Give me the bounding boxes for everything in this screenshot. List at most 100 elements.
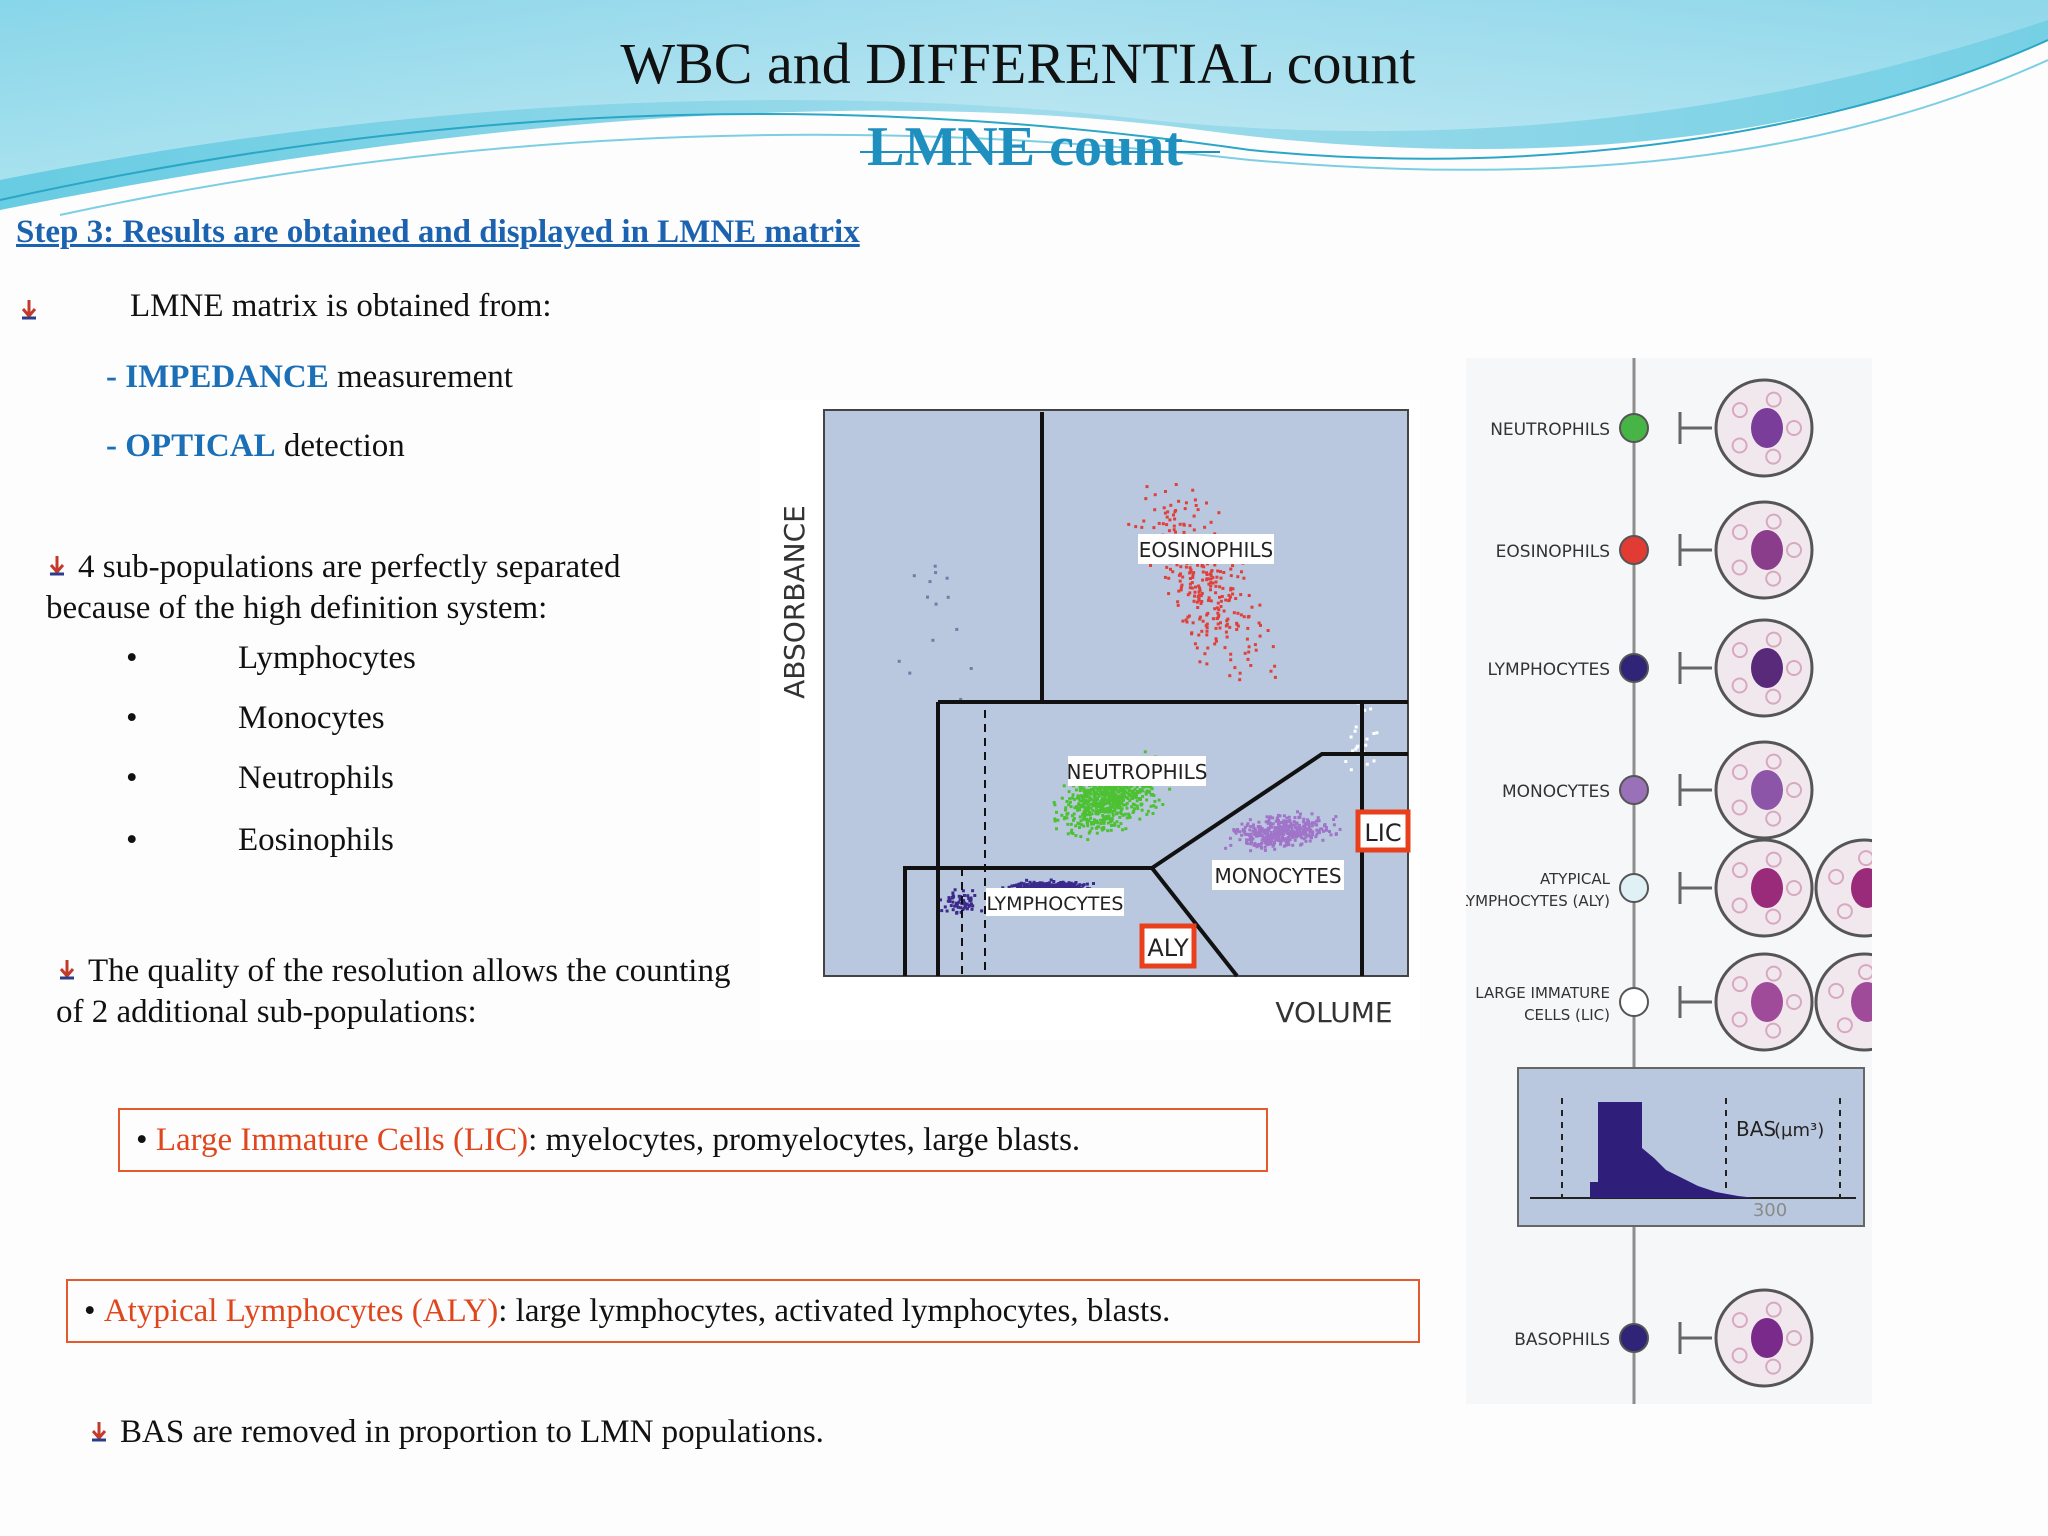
scatter-dot bbox=[1119, 794, 1123, 798]
red-cell bbox=[1765, 391, 1782, 408]
scatter-dot bbox=[1112, 800, 1116, 804]
scatter-dot bbox=[1182, 523, 1186, 527]
scatter-dot bbox=[1081, 812, 1085, 816]
scatter-dot bbox=[1219, 621, 1222, 625]
scatter-dot bbox=[1269, 842, 1272, 846]
scatter-dot bbox=[1200, 564, 1204, 568]
scatter-dot bbox=[1272, 829, 1276, 833]
red-cell bbox=[1765, 965, 1782, 982]
scatter-dot bbox=[1090, 788, 1094, 792]
scatter-dot bbox=[1038, 884, 1042, 888]
scatter-dot bbox=[1207, 596, 1211, 600]
x-axis-label: VOLUME bbox=[1275, 996, 1392, 1029]
scatter-dot bbox=[926, 595, 929, 599]
scatter-dot bbox=[1046, 885, 1050, 889]
scatter-dot bbox=[1102, 787, 1106, 791]
scatter-dot bbox=[1188, 582, 1192, 586]
scatter-dot bbox=[1193, 498, 1197, 502]
scatter-dot bbox=[1289, 830, 1293, 834]
scatter-dot bbox=[1213, 642, 1217, 646]
red-cell bbox=[1731, 976, 1748, 993]
red-cell bbox=[1731, 1312, 1748, 1329]
scatter-dot bbox=[1109, 794, 1113, 797]
list-bullet: • bbox=[126, 640, 138, 676]
scatter-dot bbox=[931, 638, 935, 642]
scatter-dot bbox=[1267, 819, 1270, 823]
scatter-dot bbox=[1118, 802, 1122, 805]
scatter-dot bbox=[1296, 832, 1300, 836]
scatter-dot bbox=[1080, 794, 1083, 798]
scatter-dot bbox=[1088, 789, 1092, 793]
scatter-dot bbox=[1247, 838, 1251, 842]
scatter-dot bbox=[1059, 881, 1063, 884]
scatter-dot bbox=[1253, 643, 1257, 647]
scatter-dot bbox=[1055, 827, 1058, 831]
scatter-dot bbox=[1126, 791, 1130, 795]
scatter-dot bbox=[1247, 650, 1251, 654]
subtitle-strike-line bbox=[860, 151, 1220, 153]
scatter-dot bbox=[1238, 830, 1242, 834]
scatter-dot bbox=[1102, 827, 1106, 831]
scatter-dot bbox=[1192, 514, 1196, 518]
scatter-dot bbox=[1106, 821, 1110, 825]
scatter-dot bbox=[1107, 817, 1111, 821]
aly-term: Atypical Lymphocytes (ALY) bbox=[103, 1292, 499, 1329]
scatter-dot bbox=[954, 904, 958, 908]
scatter-dot bbox=[1094, 826, 1098, 830]
scatter-dot bbox=[1104, 814, 1108, 818]
scatter-dot bbox=[1106, 829, 1110, 833]
scatter-dot bbox=[1299, 831, 1303, 835]
scatter-dot bbox=[1267, 817, 1271, 821]
legend-marker bbox=[1619, 413, 1649, 443]
scatter-dot bbox=[1269, 833, 1273, 837]
scatter-dot bbox=[1134, 525, 1138, 529]
scatter-dot bbox=[1103, 796, 1107, 800]
scatter-dot bbox=[1349, 735, 1353, 739]
scatter-dot bbox=[1110, 817, 1114, 820]
aly-highlight-box bbox=[1139, 923, 1197, 969]
source-optical: - OPTICAL detection bbox=[106, 426, 405, 467]
scatter-dot bbox=[1012, 884, 1016, 888]
scatter-dot bbox=[1288, 838, 1292, 842]
red-cell bbox=[1786, 542, 1802, 558]
scatter-dot bbox=[953, 888, 957, 892]
scatter-dot bbox=[1254, 834, 1258, 838]
scatter-dot bbox=[1216, 622, 1220, 626]
scatter-dot bbox=[1115, 812, 1118, 816]
scatter-dot bbox=[1133, 794, 1136, 797]
scatter-dot bbox=[1316, 816, 1320, 820]
scatter-dot bbox=[965, 902, 969, 906]
scatter-dot bbox=[1094, 801, 1098, 804]
scatter-dot bbox=[1124, 827, 1128, 831]
scatter-dot bbox=[1069, 822, 1073, 826]
scatter-dot bbox=[1149, 564, 1152, 567]
scatter-dot bbox=[1038, 882, 1041, 886]
scatter-dot bbox=[1085, 817, 1089, 821]
scatter-dot bbox=[1173, 510, 1177, 514]
scatter-dot bbox=[1072, 884, 1076, 888]
scatter-dot bbox=[1125, 806, 1129, 810]
scatter-dot bbox=[1130, 794, 1134, 798]
bas-histogram-curve bbox=[1590, 1102, 1756, 1198]
scatter-dot bbox=[1300, 836, 1304, 840]
cell-nucleus bbox=[1851, 982, 1872, 1022]
red-cell bbox=[1786, 994, 1802, 1010]
scatter-dot bbox=[1084, 799, 1088, 802]
scatter-dot bbox=[1225, 619, 1229, 623]
scatter-dot bbox=[1338, 827, 1342, 831]
bas-histogram-box bbox=[1517, 1067, 1865, 1227]
scatter-dot bbox=[1307, 833, 1311, 837]
scatter-dot bbox=[912, 574, 916, 578]
scatter-dot bbox=[1072, 818, 1075, 822]
scatter-dot bbox=[1209, 599, 1213, 603]
scatter-dot bbox=[1213, 532, 1217, 536]
scatter-dot bbox=[1057, 882, 1061, 885]
scatter-dot bbox=[1100, 797, 1104, 801]
scatter-dot bbox=[1136, 791, 1139, 795]
scatter-dot bbox=[948, 898, 951, 902]
scatter-dot bbox=[962, 894, 966, 897]
region-boundaries bbox=[903, 412, 1408, 978]
scatter-dot bbox=[1128, 789, 1132, 793]
scatter-dot bbox=[1035, 883, 1039, 887]
scatter-dot bbox=[1274, 834, 1278, 838]
